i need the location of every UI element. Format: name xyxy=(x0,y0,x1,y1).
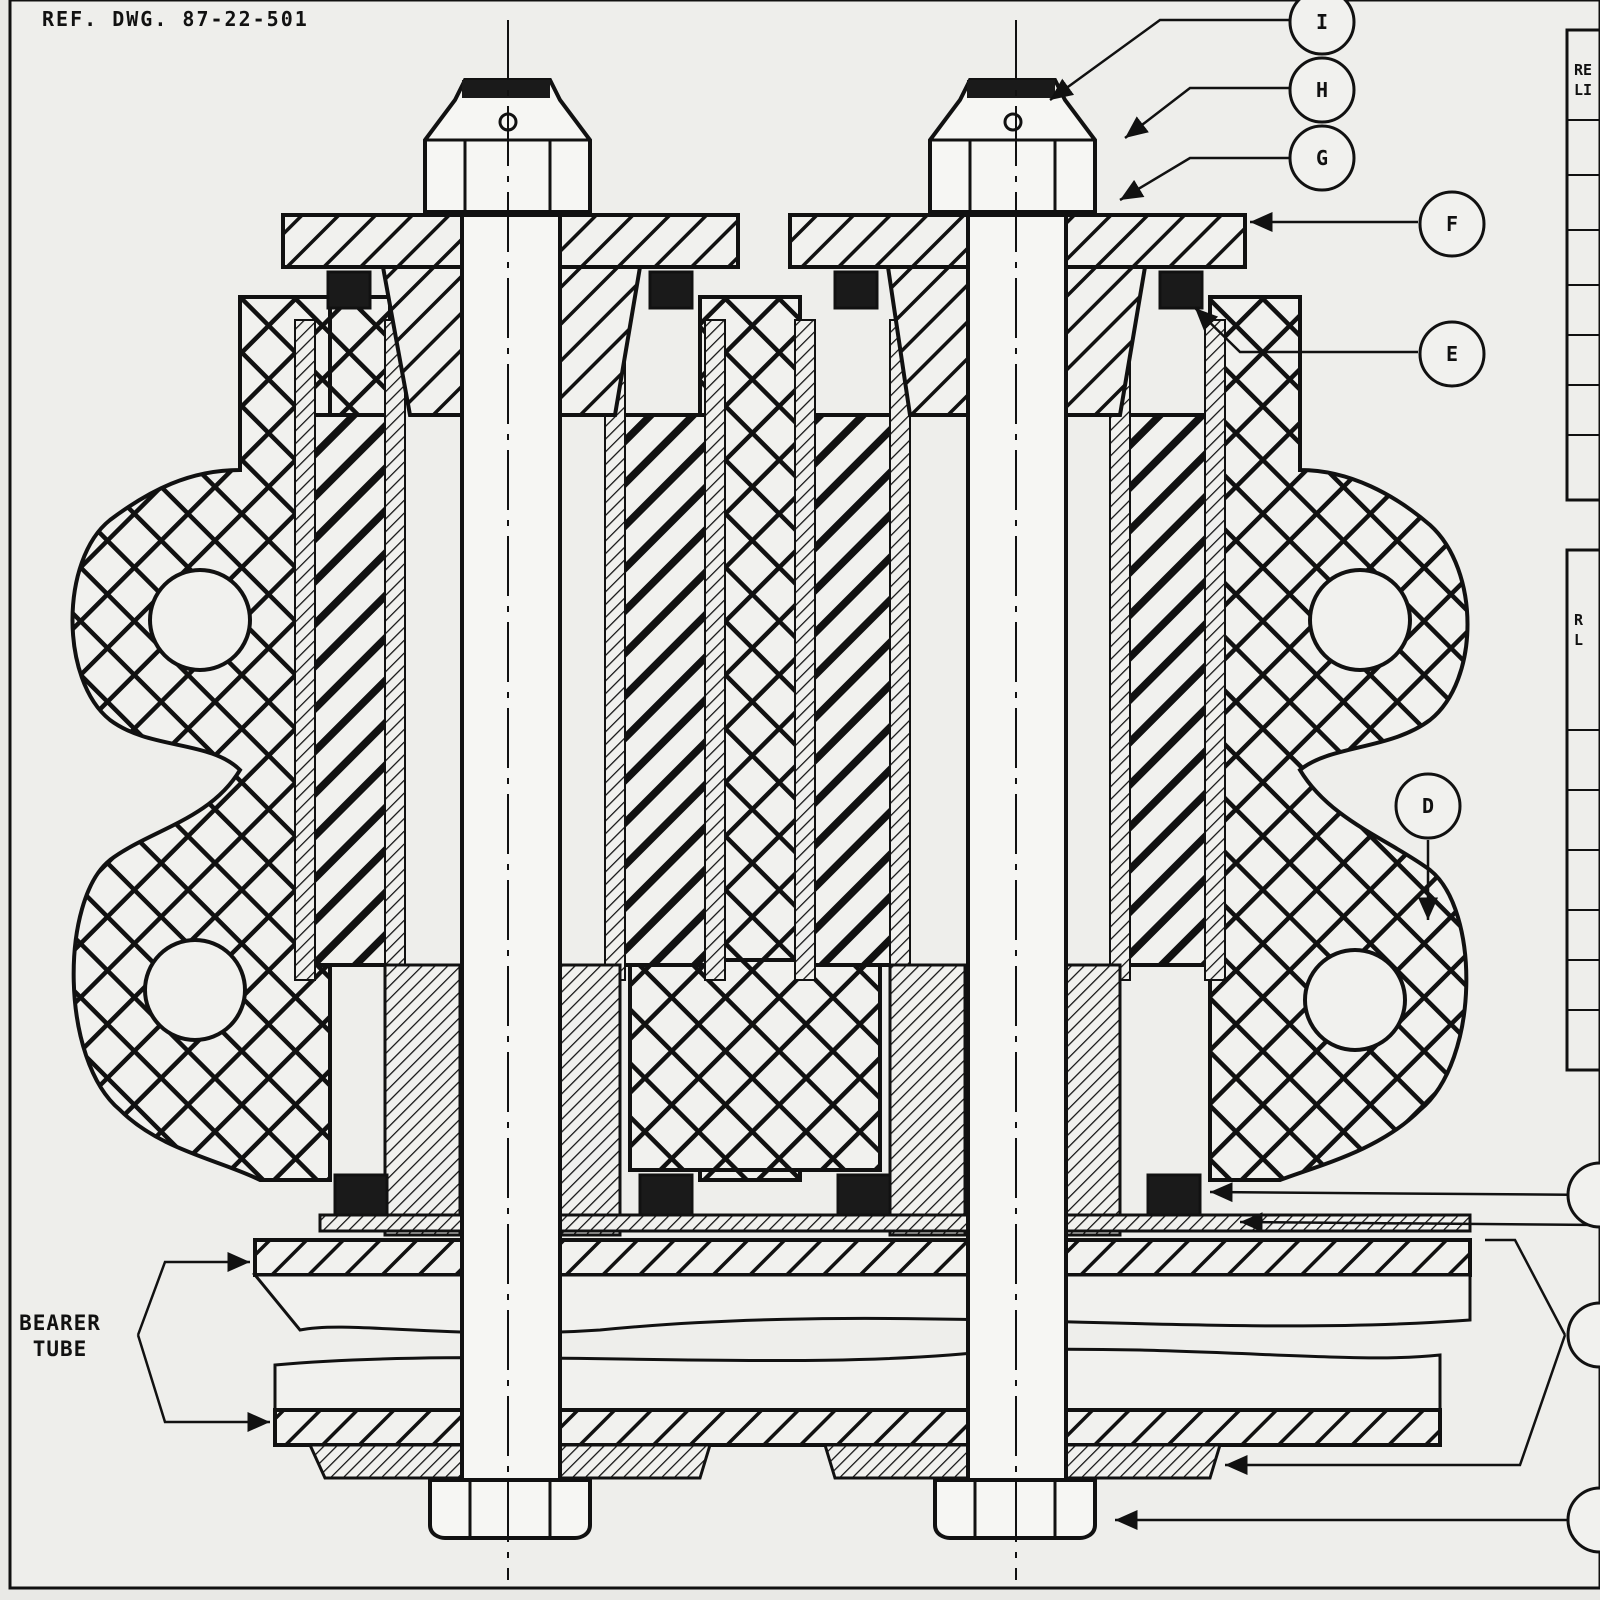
callout-i: I xyxy=(1288,0,1356,56)
right-table-fragment-bottom xyxy=(1565,548,1600,1072)
callout-i-text: I xyxy=(1316,10,1328,34)
seal-bottom-1b xyxy=(638,1173,694,1217)
table-fragment-text-1-2: LI xyxy=(1574,81,1592,99)
sleeve-wall-2a xyxy=(889,319,911,981)
callout-e-text: E xyxy=(1446,342,1458,366)
leader-bottom-1 xyxy=(1209,1182,1600,1203)
bearer-tube-leader-top xyxy=(136,1252,250,1336)
bearer-tube-label-line2: TUBE xyxy=(33,1337,88,1361)
seal-top-2b xyxy=(1158,270,1204,310)
mounting-hole-lower-left xyxy=(143,938,247,1042)
bushing-liner-1-left xyxy=(298,413,402,967)
bolt-shank-left xyxy=(460,213,562,1492)
mounting-hole-upper-right xyxy=(1308,568,1412,672)
bolt-head-left xyxy=(428,1478,592,1540)
seal-top-2a xyxy=(833,270,879,310)
seal-bottom-2b xyxy=(1146,1173,1202,1217)
callout-edge-1 xyxy=(1566,1161,1600,1229)
callout-h-text: H xyxy=(1316,78,1328,102)
table-fragment-text-1-1: RE xyxy=(1574,61,1592,79)
housing-left-lobes xyxy=(70,295,332,1182)
reference-drawing-number: REF. DWG. 87-22-501 xyxy=(42,7,309,31)
leader-i xyxy=(1049,18,1290,102)
seal-bottom-2a xyxy=(836,1173,892,1217)
leader-e xyxy=(1194,307,1418,354)
bushing-liner-2-right xyxy=(1113,413,1217,967)
right-table-fragment-top xyxy=(1565,28,1600,502)
callout-d-text: D xyxy=(1422,794,1434,818)
callout-edge-2 xyxy=(1566,1301,1600,1369)
bearer-tube-lower-body xyxy=(273,1347,1442,1412)
sleeve-wall-1c xyxy=(294,319,316,981)
leader-h xyxy=(1124,86,1290,139)
leader-bottom-2 xyxy=(1239,1212,1600,1233)
table-fragment-text-2-2: L xyxy=(1574,631,1583,649)
callout-h: H xyxy=(1288,56,1356,124)
callout-d: D xyxy=(1394,772,1462,840)
bearer-tube-label-line1: BEARER xyxy=(19,1311,101,1335)
bushing-liner-1-right xyxy=(613,413,717,967)
sleeve-wall-2c xyxy=(1204,319,1226,981)
table-fragment-text-2-1: R xyxy=(1574,611,1584,629)
callout-g: G xyxy=(1288,124,1356,192)
seal-top-1a xyxy=(326,270,372,310)
housing-right-lobes xyxy=(1208,295,1470,1182)
mounting-hole-lower-right xyxy=(1303,948,1407,1052)
callout-g-text: G xyxy=(1316,146,1328,170)
sleeve-wall-1a xyxy=(384,319,406,981)
sleeve-wall-center-a xyxy=(704,319,726,981)
callout-f-text: F xyxy=(1446,212,1458,236)
sleeve-wall-2b xyxy=(1109,319,1131,981)
bearer-tube-lower-wall xyxy=(273,1408,1442,1447)
mounting-hole-upper-left xyxy=(148,568,252,672)
sleeve-wall-1b xyxy=(604,319,626,981)
callout-e: E xyxy=(1418,320,1486,388)
sleeve-wall-center-b xyxy=(794,319,816,981)
bushing-liner-2-left xyxy=(798,413,902,967)
seal-bottom-1a xyxy=(333,1173,389,1217)
bearer-tube-upper-wall xyxy=(253,1238,1472,1277)
housing-lower-center xyxy=(628,958,882,1172)
callout-edge-3 xyxy=(1566,1486,1600,1554)
lower-spacer-1a xyxy=(383,963,462,1237)
leader-g xyxy=(1119,156,1290,202)
seal-top-1b xyxy=(648,270,694,310)
leader-bottom-3 xyxy=(1225,1238,1567,1465)
bearer-tube-leader-bottom xyxy=(136,1334,270,1432)
callout-f: F xyxy=(1418,190,1486,258)
lower-spacer-2a xyxy=(888,963,967,1237)
